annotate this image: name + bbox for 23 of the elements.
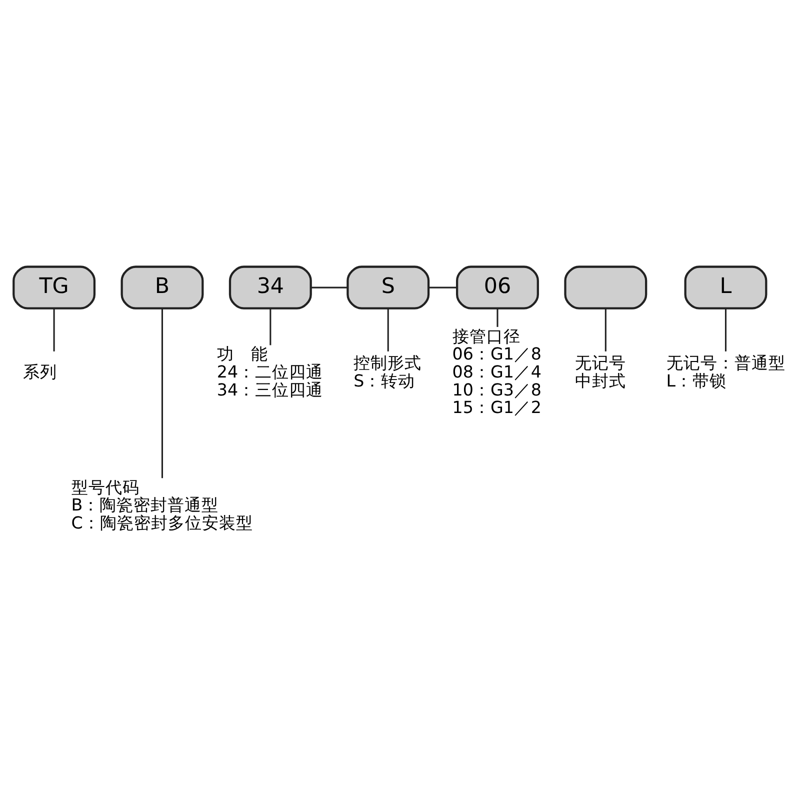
connector [387,308,389,351]
node-box: B [120,265,204,309]
connector [496,308,498,326]
node-box [564,265,648,309]
node-text: 控制形式 S：转动 [354,353,422,390]
node-box: 34 [228,265,312,309]
node-text: 接管口径 06：G1／8 08：G1／4 10：G3／8 15：G1／2 [452,326,542,417]
connector [270,308,272,345]
node-box: S [346,265,430,309]
connector [428,286,457,288]
node-box: TG [12,265,96,309]
node-box: L [684,265,768,309]
node-text: 无记号 中封式 [574,353,626,390]
connector [604,308,606,351]
node-box: 06 [456,265,539,309]
node-text: 系列 [23,362,58,382]
connector [310,286,348,288]
connector [161,308,163,478]
node-text: 型号代码 B：陶瓷密封普通型 C：陶瓷密封多位安装型 [71,477,253,532]
connector [53,308,55,351]
node-text: 功 能 24：二位四通 34：三位四通 [216,344,324,399]
node-text: 无记号：普通型 L：带锁 [666,353,786,390]
connector [724,308,727,351]
